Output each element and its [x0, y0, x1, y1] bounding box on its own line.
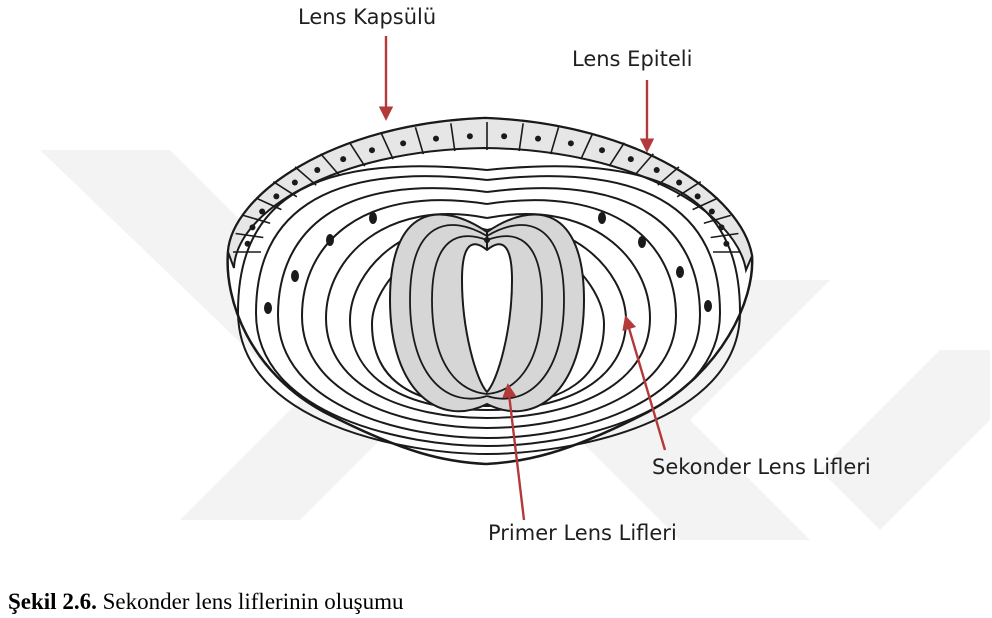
epithelial-cell-nucleus — [501, 133, 507, 139]
figure-number: Şekil 2.6. — [8, 589, 97, 614]
figure-caption: Şekil 2.6. Sekonder lens liflerinin oluş… — [8, 589, 403, 615]
epithelial-cell-nucleus — [568, 140, 574, 146]
epithelial-cell-nucleus — [695, 193, 701, 199]
epithelial-cell-nucleus — [535, 136, 541, 142]
epithelial-cell-nucleus — [599, 147, 605, 153]
epithelial-cell-nucleus — [400, 140, 406, 146]
label-primary-fibers: Primer Lens Lifleri — [488, 521, 677, 545]
figure-caption-text: Sekonder lens liflerinin oluşumu — [97, 589, 404, 614]
epithelial-cell-nucleus — [259, 208, 265, 214]
epithelial-cell-nucleus — [676, 179, 682, 185]
label-lens-epithelium: Lens Epiteli — [572, 47, 692, 71]
label-secondary-fibers: Sekonder Lens Lifleri — [652, 455, 871, 479]
epithelial-cell-nucleus — [314, 167, 320, 173]
epithelial-cell-nucleus — [249, 224, 255, 230]
epithelial-cell-nucleus — [340, 156, 346, 162]
primary-lens-fibers — [390, 215, 584, 412]
label-lens-capsule: Lens Kapsülü — [298, 5, 436, 29]
epithelial-cell-nucleus — [628, 156, 634, 162]
epithelial-cell-nucleus — [433, 136, 439, 142]
epithelial-cell-nucleus — [369, 147, 375, 153]
epithelial-cell-nucleus — [273, 193, 279, 199]
epithelial-cell-nucleus — [709, 208, 715, 214]
epithelial-cell-nucleus — [467, 133, 473, 139]
epithelial-cell-nucleus — [654, 167, 660, 173]
epithelial-cell-nucleus — [292, 179, 298, 185]
